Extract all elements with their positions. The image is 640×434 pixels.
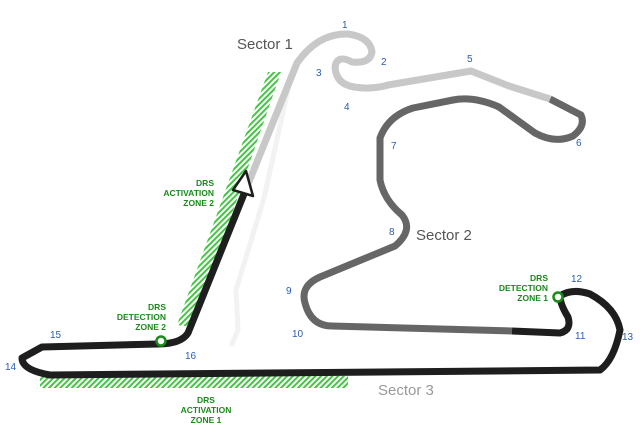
drs-detection-zone-2-label: DRS DETECTION ZONE 2 [117,302,166,332]
corner-7: 7 [391,141,397,152]
corner-9: 9 [286,286,292,297]
corner-10: 10 [292,329,304,340]
drs-detection-zone-1-line2: DETECTION [499,283,548,293]
pit-lane [229,73,294,347]
drs-activation-zone-1-line2: ACTIVATION [181,405,232,415]
drs-activation-zone-1-label: DRS ACTIVATION ZONE 1 [181,395,232,425]
sector-1-track [240,30,552,196]
drs-detection-zone-2-line2: DETECTION [117,312,166,322]
corner-1: 1 [342,20,348,31]
sector-3-track [18,192,624,379]
corner-6: 6 [576,138,582,149]
sector-1-label: Sector 1 [237,36,293,53]
corner-5: 5 [467,54,473,65]
corner-15: 15 [50,330,62,341]
drs-detection-zone-2-line1: DRS [148,302,166,312]
corner-3: 3 [316,68,322,79]
sector-2-track [300,95,586,335]
corner-8: 8 [389,227,395,238]
drs-detection-zone-1-label: DRS DETECTION ZONE 1 [499,273,548,303]
drs-activation-zone-2-line3: ZONE 2 [183,198,214,208]
corner-11: 11 [575,331,586,342]
drs-activation-zone-1-line1: DRS [197,395,215,405]
corner-16: 16 [185,351,197,362]
drs-activation-zone-2-band [177,72,281,327]
drs-detection-zone-2-marker [155,335,167,347]
direction-arrow-icon [231,169,255,198]
sector-3-label: Sector 3 [378,382,434,399]
corner-2: 2 [381,57,387,68]
corner-13: 13 [622,332,634,343]
sector-2-label: Sector 2 [416,227,472,244]
drs-detection-zone-2-line3: ZONE 2 [135,322,166,332]
drs-detection-zone-1-marker [552,291,564,303]
corner-12: 12 [571,274,583,285]
drs-detection-zone-1-line3: ZONE 1 [517,293,548,303]
drs-detection-zone-1-line1: DRS [530,273,548,283]
drs-activation-zone-2-label: DRS ACTIVATION ZONE 2 [163,178,214,208]
drs-activation-zone-2-line1: DRS [196,178,214,188]
drs-activation-zone-2-line2: ACTIVATION [163,188,214,198]
drs-activation-zone-1-line3: ZONE 1 [191,415,222,425]
corner-4: 4 [344,102,350,113]
corner-14: 14 [5,362,17,373]
drs-activation-zone-1-band [40,376,348,388]
